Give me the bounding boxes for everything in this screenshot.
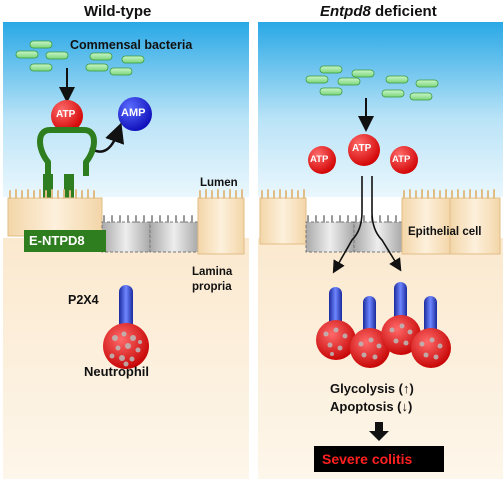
atp-label: ATP	[56, 109, 76, 120]
right-epithelium	[259, 189, 501, 255]
entpd8-label-box	[24, 230, 106, 252]
damaged-epithelial-cell	[149, 221, 199, 253]
entpd8-transmembrane-left	[43, 174, 53, 216]
microvilli	[307, 215, 397, 223]
neutrophil-cell-icon	[411, 328, 451, 368]
gene-name: Entpd8	[320, 3, 371, 20]
epithelial-cell	[259, 197, 307, 245]
left-neutrophil	[103, 285, 149, 369]
amp-label: AMP	[121, 107, 146, 119]
p2x4-receptor-icon	[119, 285, 133, 335]
right-neutrophil-cluster	[316, 282, 451, 368]
entpd8-label: E-NTPD8	[29, 233, 85, 248]
neutrophil-cell-icon	[350, 328, 390, 368]
neutrophil-cell-icon	[381, 315, 421, 355]
entpd8-enzyme-loop	[37, 127, 97, 176]
microvilli	[9, 189, 95, 199]
bacterium-icon	[45, 51, 69, 60]
damaged-epithelial-cell	[101, 221, 151, 253]
lamina-label-line2: propria	[192, 281, 232, 293]
apoptosis-label: Apoptosis (↓)	[330, 399, 413, 414]
p2x4-receptor-icon	[329, 287, 342, 331]
amp-molecule-icon	[118, 97, 152, 131]
neutrophil-label: Neutrophil	[84, 364, 149, 379]
left-panel-title: Wild-type	[84, 3, 152, 20]
atp-label: ATP	[392, 154, 411, 165]
neutrophil	[411, 296, 451, 368]
outcome-box	[314, 446, 444, 472]
outcome-down-arrow	[369, 422, 389, 441]
left-bacteria-group	[15, 40, 145, 76]
microvilli	[403, 189, 495, 199]
right-panel-title-rest: deficient	[370, 3, 437, 20]
p2x4-receptor-icon	[394, 282, 407, 326]
atp-molecule-icon	[51, 100, 83, 132]
outcome-label: Severe colitis	[322, 451, 413, 467]
bacterium-icon	[29, 40, 53, 49]
bacterium-icon	[89, 52, 113, 61]
microvilli	[103, 215, 193, 223]
bacterium-icon	[109, 67, 133, 76]
damaged-epithelial-cell	[353, 221, 403, 253]
microvilli	[199, 189, 243, 199]
right-panel	[258, 22, 503, 479]
epithelial-cell	[7, 197, 103, 237]
neutrophil-granules	[109, 331, 142, 367]
atp-molecule-icon	[308, 146, 336, 174]
bacterium-icon	[351, 69, 375, 78]
bacterium-icon	[415, 79, 439, 88]
bacterium-icon	[85, 63, 109, 72]
atp-molecule-icon	[390, 146, 418, 174]
right-panel-title: Entpd8 deficient	[320, 3, 437, 20]
right-bacteria-group	[305, 65, 439, 101]
bacterium-icon	[409, 92, 433, 101]
bacterium-icon	[385, 75, 409, 84]
bacterium-icon	[121, 55, 145, 64]
epithelial-cell	[197, 197, 245, 255]
atp-influx-arrow-left	[332, 176, 363, 274]
atp-label: ATP	[352, 143, 372, 154]
microvilli	[261, 189, 305, 199]
bacterium-icon	[319, 87, 343, 96]
commensal-bacteria-label: Commensal bacteria	[70, 38, 193, 52]
atp-molecule-icon	[348, 134, 380, 166]
bacterium-icon	[15, 50, 39, 59]
bacterium-icon	[337, 77, 361, 86]
neutrophil	[381, 282, 421, 355]
lamina-label-line1: Lamina	[192, 266, 233, 278]
neutrophil	[316, 287, 356, 360]
lumen-label: Lumen	[200, 177, 238, 189]
epithelial-cell-label: Epithelial cell	[408, 226, 482, 238]
p2x4-label: P2X4	[68, 293, 99, 307]
left-epithelium	[7, 189, 245, 255]
atp-influx-arrow-right	[371, 176, 402, 272]
bacterium-icon	[305, 75, 329, 84]
neutrophil	[350, 296, 390, 368]
right-lumen-region	[258, 22, 503, 197]
bacterium-icon	[381, 89, 405, 98]
atp-label: ATP	[310, 154, 329, 165]
bacterium-icon	[29, 63, 53, 72]
neutrophil-cell-icon	[316, 320, 356, 360]
glycolysis-label: Glycolysis (↑)	[330, 381, 414, 396]
neutrophil-granules	[323, 323, 443, 360]
bacterium-icon	[319, 65, 343, 74]
